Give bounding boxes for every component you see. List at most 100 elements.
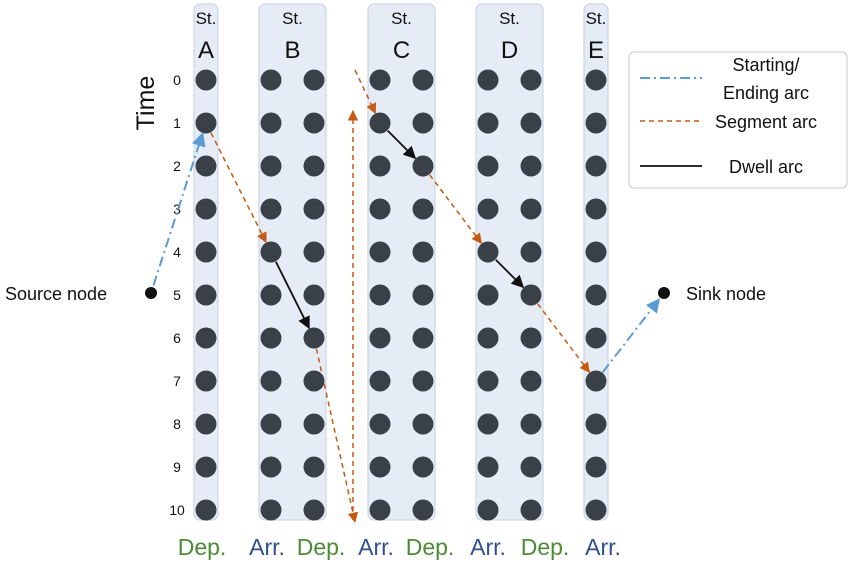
- time-label: 1: [173, 115, 181, 131]
- time-label: 5: [173, 287, 181, 303]
- ending-arc: [601, 298, 660, 373]
- dwell-arc: [495, 259, 525, 289]
- network-node: [303, 370, 325, 392]
- network-node: [260, 241, 282, 263]
- network-node: [260, 198, 282, 220]
- network-node: [585, 241, 607, 263]
- network-node: [260, 499, 282, 521]
- network-node: [195, 413, 217, 435]
- sink-node-label: Sink node: [686, 284, 766, 304]
- network-node: [369, 499, 391, 521]
- network-node: [477, 112, 499, 134]
- network-node: [369, 456, 391, 478]
- network-node: [585, 370, 607, 392]
- station-name-a: A: [198, 37, 214, 64]
- network-node: [195, 198, 217, 220]
- station-name-d: D: [501, 37, 518, 64]
- network-node: [520, 413, 542, 435]
- network-node: [260, 456, 282, 478]
- legend-segment-label: Segment arc: [715, 112, 817, 132]
- network-node: [369, 198, 391, 220]
- network-node: [412, 499, 434, 521]
- network-node: [477, 370, 499, 392]
- station-columns-background: [193, 3, 609, 521]
- network-node: [477, 413, 499, 435]
- network-node: [303, 198, 325, 220]
- station-prefix-e: St.: [586, 9, 607, 28]
- segment-arc: [429, 174, 483, 245]
- network-node: [369, 241, 391, 263]
- network-node: [477, 456, 499, 478]
- station-name-c: C: [393, 37, 410, 64]
- station-prefix-c: St.: [391, 9, 412, 28]
- network-node: [303, 284, 325, 306]
- network-node: [260, 284, 282, 306]
- departure-column-label: Dep.: [406, 534, 455, 560]
- time-label: 3: [173, 201, 181, 217]
- network-node: [585, 327, 607, 349]
- nodes-layer: [195, 69, 607, 521]
- network-node: [260, 370, 282, 392]
- network-node: [585, 456, 607, 478]
- station-name-e: E: [588, 37, 604, 64]
- network-node: [520, 370, 542, 392]
- network-node: [303, 155, 325, 177]
- network-node: [195, 284, 217, 306]
- network-node: [520, 198, 542, 220]
- departure-column-label: Dep.: [178, 534, 227, 560]
- network-node: [260, 155, 282, 177]
- network-node: [520, 327, 542, 349]
- station-name-b: B: [284, 37, 300, 64]
- time-label: 0: [173, 72, 181, 88]
- network-node: [520, 241, 542, 263]
- source-node-label: Source node: [5, 284, 107, 304]
- network-node: [303, 327, 325, 349]
- network-node: [412, 456, 434, 478]
- network-node: [477, 499, 499, 521]
- legend-dwell-label: Dwell arc: [729, 157, 803, 177]
- time-axis-title: Time: [132, 76, 160, 131]
- network-node: [412, 327, 434, 349]
- network-node: [412, 198, 434, 220]
- network-node: [303, 456, 325, 478]
- network-node: [477, 155, 499, 177]
- network-node: [303, 112, 325, 134]
- network-node: [477, 69, 499, 91]
- network-node: [195, 327, 217, 349]
- network-node: [412, 370, 434, 392]
- network-node: [195, 69, 217, 91]
- network-node: [303, 413, 325, 435]
- network-node: [520, 69, 542, 91]
- network-node: [369, 112, 391, 134]
- segment-arc: [210, 132, 267, 244]
- network-node: [585, 112, 607, 134]
- starting-arc: [152, 132, 206, 286]
- station-column-c: [367, 3, 436, 521]
- network-node: [520, 155, 542, 177]
- network-node: [195, 112, 217, 134]
- source-node: [145, 287, 157, 299]
- departure-column-label: Dep.: [521, 534, 570, 560]
- network-node: [412, 284, 434, 306]
- legend: Starting/ Ending arc Segment arc Dwell a…: [628, 51, 848, 189]
- legend-box: [628, 51, 848, 189]
- dwell-arc: [387, 130, 417, 160]
- time-label: 4: [173, 244, 181, 260]
- network-node: [412, 69, 434, 91]
- network-node: [520, 112, 542, 134]
- network-node: [477, 284, 499, 306]
- station-prefix-d: St.: [499, 9, 520, 28]
- network-node: [195, 499, 217, 521]
- departure-column-label: Dep.: [297, 534, 346, 560]
- network-node: [303, 499, 325, 521]
- network-node: [585, 413, 607, 435]
- time-label: 8: [173, 416, 181, 432]
- network-node: [585, 69, 607, 91]
- network-node: [195, 370, 217, 392]
- network-node: [369, 155, 391, 177]
- legend-starting-label-2: Ending arc: [723, 83, 809, 103]
- network-node: [585, 284, 607, 306]
- network-node: [520, 284, 542, 306]
- network-node: [369, 413, 391, 435]
